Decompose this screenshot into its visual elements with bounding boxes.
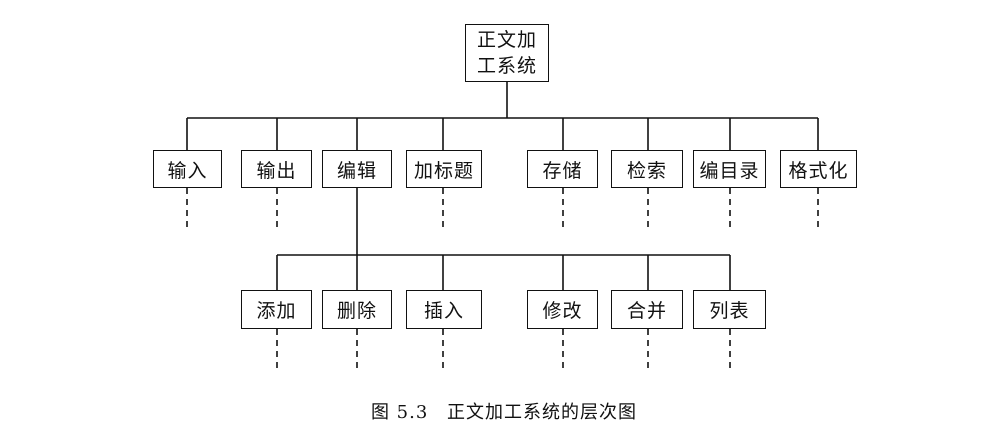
node-insert: 插入 <box>406 290 482 329</box>
node-search-label: 检索 <box>626 159 667 182</box>
figure-caption: 图 5.3 正文加工系统的层次图 <box>0 398 1008 424</box>
node-input: 输入 <box>153 150 222 188</box>
node-append: 添加 <box>241 290 312 329</box>
root-node-line2: 工系统 <box>476 55 537 77</box>
node-edit: 编辑 <box>322 150 392 188</box>
node-list: 列表 <box>693 290 766 329</box>
node-input-label: 输入 <box>167 159 208 182</box>
node-append-label: 添加 <box>256 300 297 322</box>
node-format-label: 格式化 <box>788 159 849 182</box>
node-store: 存储 <box>527 150 598 188</box>
node-merge: 合并 <box>611 290 683 329</box>
node-list-label: 列表 <box>709 300 750 322</box>
root-node: 正文加 工系统 <box>465 24 549 82</box>
figure-title: 正文加工系统的层次图 <box>447 402 638 423</box>
node-search: 检索 <box>611 150 683 188</box>
node-catalog-label: 编目录 <box>699 159 760 182</box>
node-store-label: 存储 <box>542 159 583 182</box>
root-node-line1: 正文加 <box>476 29 537 51</box>
node-format: 格式化 <box>780 150 857 188</box>
node-delete-label: 删除 <box>336 300 377 322</box>
figure-number: 图 5.3 <box>370 402 429 423</box>
node-modify-label: 修改 <box>542 300 583 322</box>
node-insert-label: 插入 <box>423 300 464 322</box>
node-merge-label: 合并 <box>626 300 667 322</box>
node-catalog: 编目录 <box>693 150 766 188</box>
node-modify: 修改 <box>527 290 598 329</box>
node-delete: 删除 <box>322 290 392 329</box>
node-output: 输出 <box>241 150 312 188</box>
node-edit-label: 编辑 <box>336 159 377 182</box>
node-add-title: 加标题 <box>406 150 482 188</box>
node-add-title-label: 加标题 <box>413 159 474 182</box>
node-output-label: 输出 <box>256 159 297 182</box>
